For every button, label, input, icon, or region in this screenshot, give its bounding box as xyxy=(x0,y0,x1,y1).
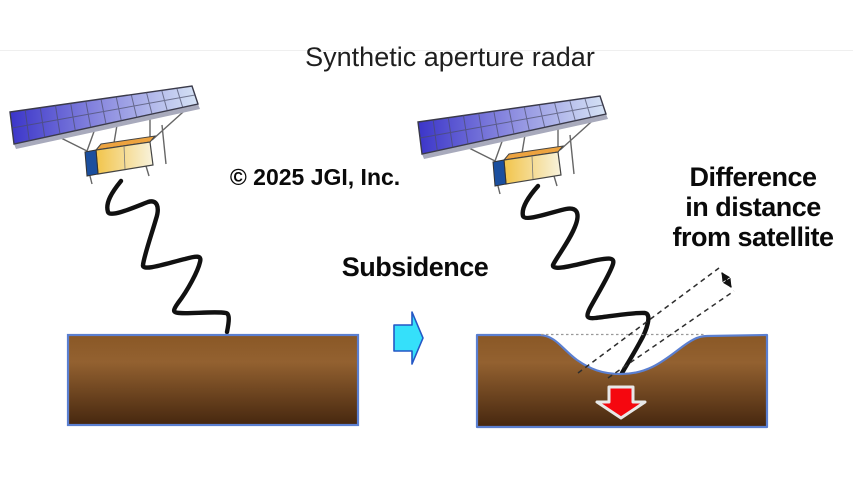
difference-label-line1: Difference xyxy=(689,162,817,192)
difference-label: Difference in distance from satellite xyxy=(643,162,853,252)
radar-wave-icon-left xyxy=(105,178,231,335)
displacement-arrow-icon xyxy=(595,385,647,420)
background-seam-line xyxy=(0,50,853,51)
subsidence-label: Subsidence xyxy=(341,252,489,282)
ground-block-subsided xyxy=(475,333,769,429)
copyright-notice: © 2025 JGI, Inc. xyxy=(229,164,401,190)
difference-label-line3: from satellite xyxy=(672,222,834,252)
difference-label-line2: in distance xyxy=(685,192,821,222)
satellite-icon-right xyxy=(417,95,609,195)
ground-block-flat xyxy=(66,333,360,427)
diagram-title: Synthetic aperture radar xyxy=(305,42,595,72)
satellite-icon-left xyxy=(9,85,201,185)
distance-dashed-line-upper xyxy=(577,267,720,374)
subsidence-arrow-icon xyxy=(393,311,424,365)
difference-double-arrow-icon xyxy=(721,272,732,288)
distance-dashed-line-lower xyxy=(607,290,735,379)
radar-wave-icon-right xyxy=(520,183,651,376)
